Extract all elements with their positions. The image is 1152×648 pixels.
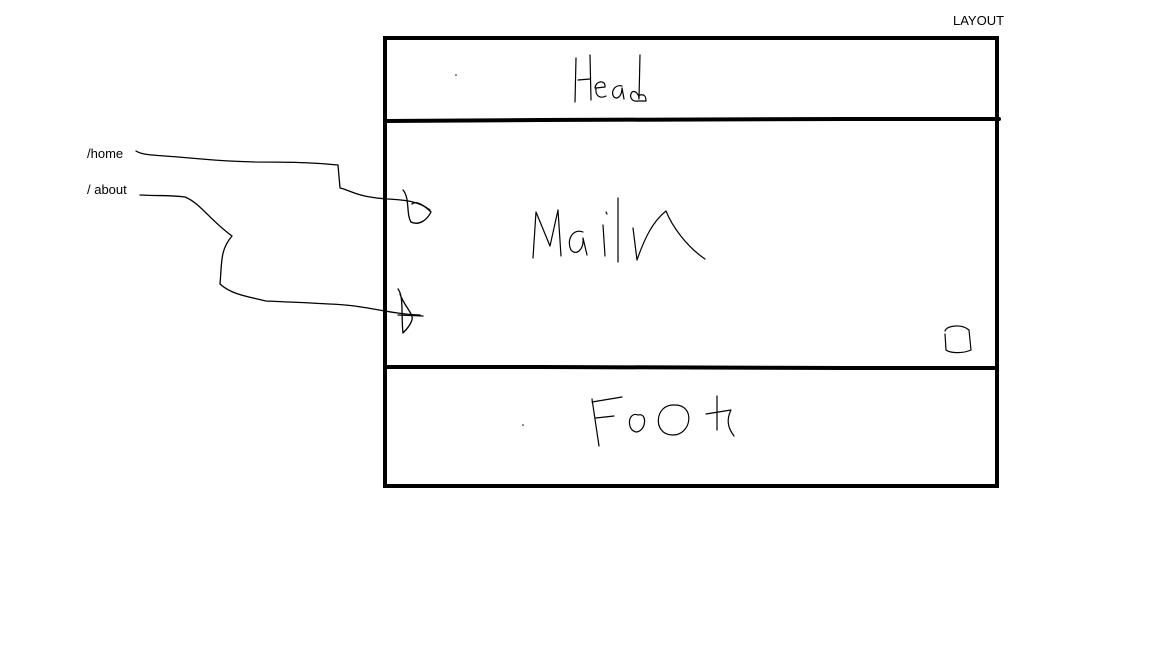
- main-foot-divider: [383, 365, 999, 370]
- head-section: [455, 54, 647, 103]
- about-slot-arrow-icon: [397, 288, 413, 334]
- main-handwriting: [532, 197, 706, 263]
- ink-dot: [455, 74, 457, 76]
- layout-title: LAYOUT: [953, 13, 1005, 28]
- foot-handwriting: [591, 395, 735, 447]
- about-slot-crossbar: [397, 314, 424, 317]
- ink-dot: [522, 424, 524, 426]
- route-label-about: / about: [87, 182, 127, 197]
- about-route-connector: [139, 194, 424, 334]
- main-section: [532, 197, 972, 354]
- foot-section: [522, 395, 735, 447]
- layout-frame: [383, 36, 999, 488]
- about-route-line: [139, 194, 421, 316]
- resize-handle-icon: [944, 325, 972, 354]
- home-slot-arrow-icon: [402, 189, 432, 224]
- home-route-line: [135, 150, 431, 211]
- home-route-connector: [135, 150, 432, 224]
- route-label-home: /home: [87, 146, 124, 161]
- head-main-divider: [383, 117, 1001, 123]
- head-handwriting: [574, 54, 647, 103]
